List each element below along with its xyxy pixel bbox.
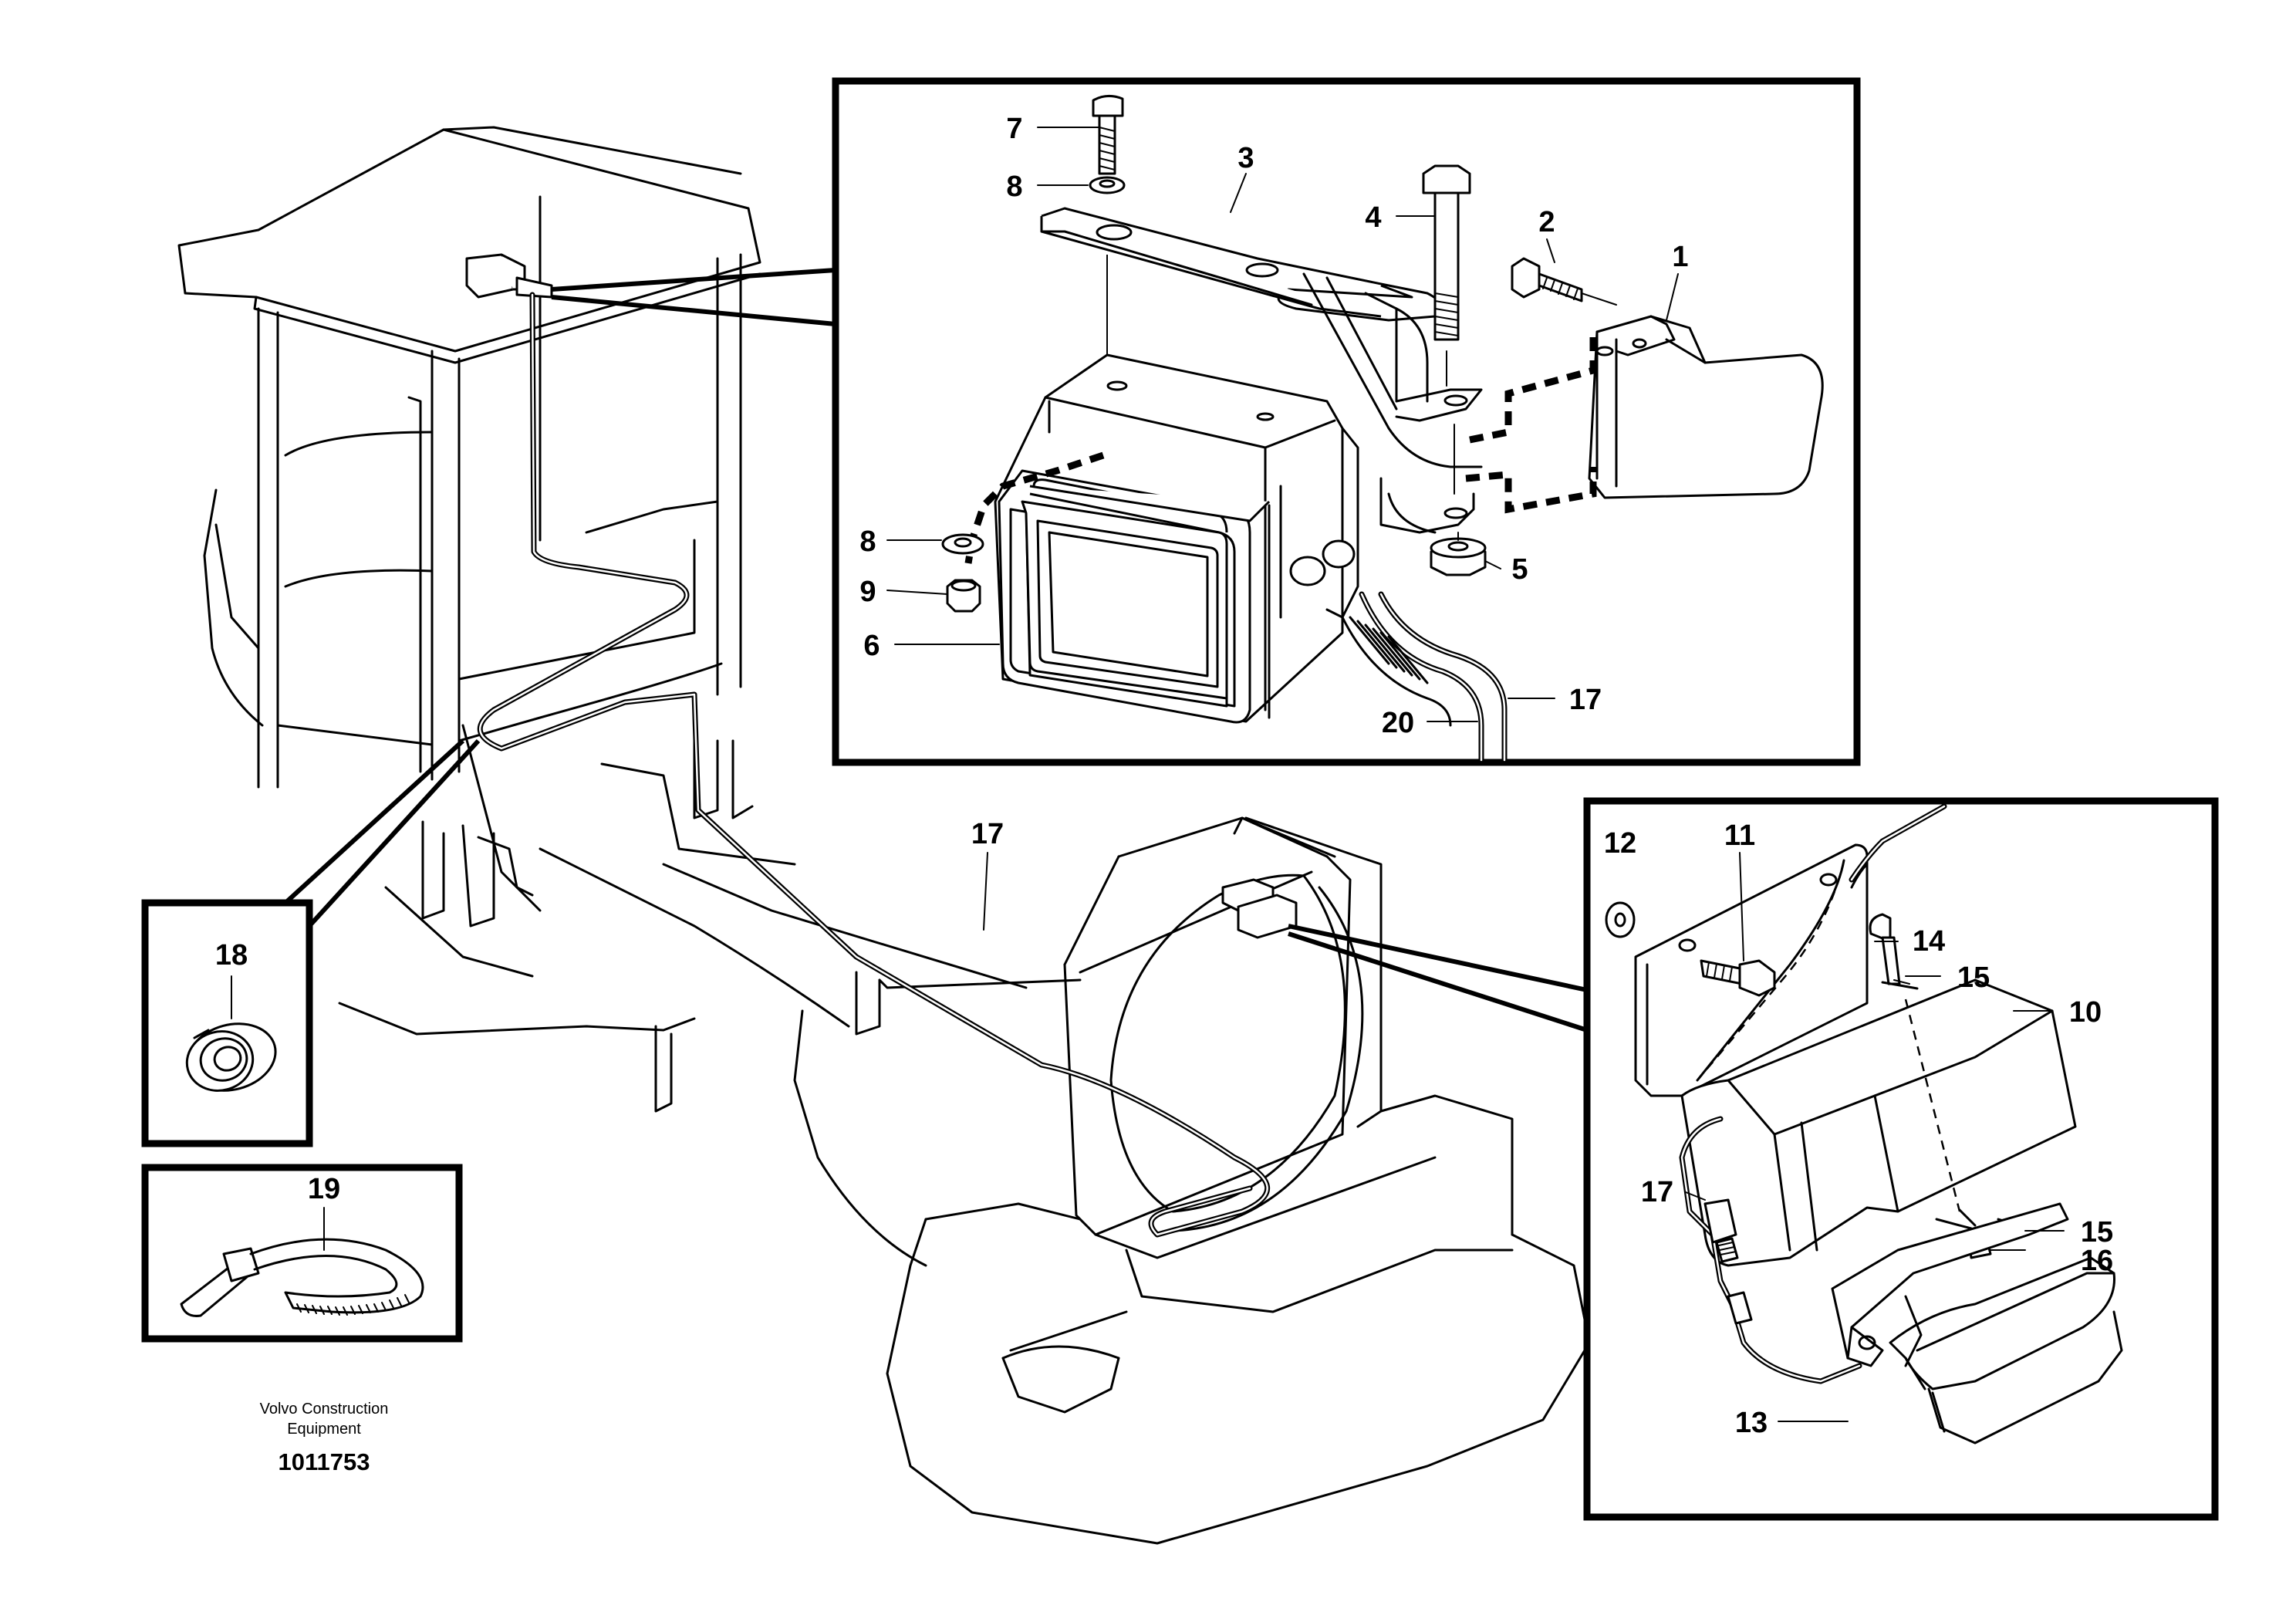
callout-11: 11 xyxy=(1724,819,1755,852)
callout-17-camera: 17 xyxy=(1641,1176,1673,1208)
callout-3: 3 xyxy=(1237,142,1254,174)
callout-15-lower: 15 xyxy=(2081,1216,2113,1249)
grommet-detail-box xyxy=(141,738,481,1147)
callout-17-detail: 17 xyxy=(1569,684,1602,716)
callout-9: 9 xyxy=(859,576,876,608)
callout-16: 16 xyxy=(2081,1245,2113,1277)
rear-camera-mount xyxy=(1221,878,1298,939)
monitor-detail-box xyxy=(551,77,1861,766)
callout-8-top: 8 xyxy=(1006,171,1022,203)
callout-20: 20 xyxy=(1382,707,1414,739)
illustration-number: 1011753 xyxy=(279,1448,370,1475)
callout-2: 2 xyxy=(1538,206,1555,238)
callout-13: 13 xyxy=(1735,1407,1768,1439)
machine-overview xyxy=(177,126,1591,1545)
callout-10: 10 xyxy=(2069,996,2102,1029)
callout-19: 19 xyxy=(308,1173,340,1205)
machine-cable xyxy=(477,292,1270,1238)
callout-6: 6 xyxy=(863,630,880,662)
maker-name-line2: Equipment xyxy=(287,1421,361,1438)
callout-12: 12 xyxy=(1604,827,1636,860)
cable-tie-detail-box xyxy=(141,1164,463,1343)
callout-5: 5 xyxy=(1511,553,1528,586)
callout-8-lower: 8 xyxy=(859,525,876,558)
callout-4: 4 xyxy=(1365,201,1381,234)
camera-detail-box xyxy=(1288,797,2219,1521)
callout-14: 14 xyxy=(1913,925,1945,958)
callout-7: 7 xyxy=(1006,113,1022,145)
maker-name-line1: Volvo Construction xyxy=(260,1401,389,1418)
callout-17-machine: 17 xyxy=(971,818,1004,850)
callout-labels: 7 8 3 4 2 1 8 9 6 5 20 17 17 12 11 14 15… xyxy=(215,113,2113,1439)
callout-1: 1 xyxy=(1672,241,1688,273)
leader-lines xyxy=(231,127,2065,1422)
callout-15-top: 15 xyxy=(1957,961,1990,994)
illustration-caption: Volvo Construction Equipment 1011753 xyxy=(260,1401,389,1475)
callout-18: 18 xyxy=(215,939,248,972)
